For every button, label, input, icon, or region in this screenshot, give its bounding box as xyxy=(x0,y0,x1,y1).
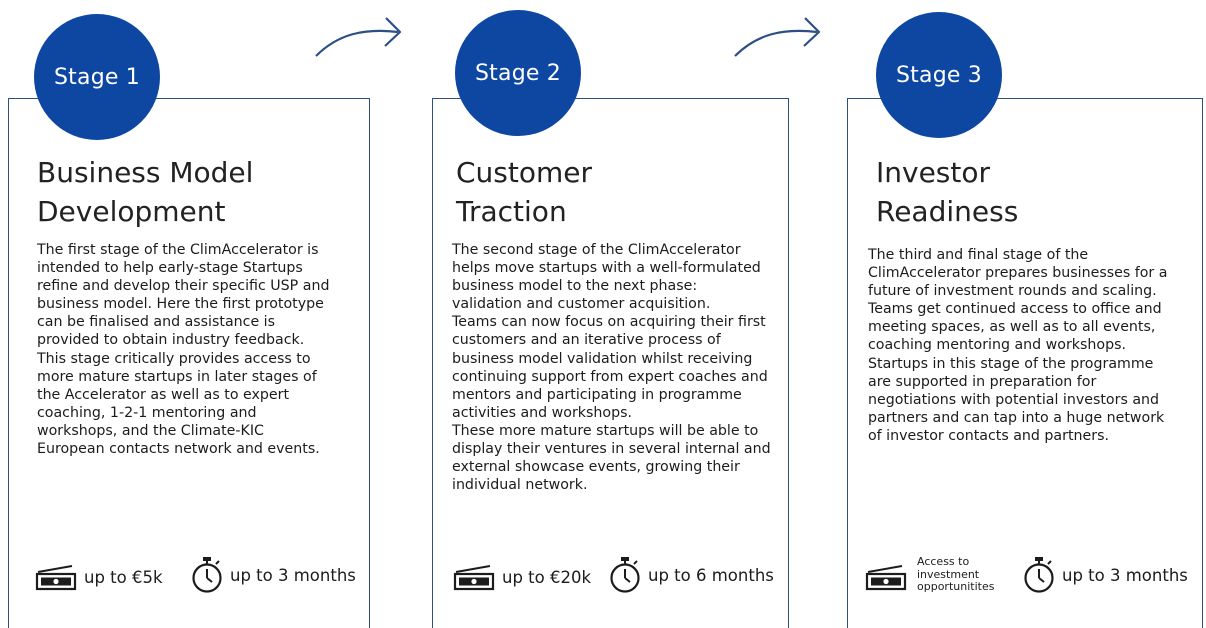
description-line: The second stage of the ClimAccelerator xyxy=(452,242,741,258)
description-line: future of investment rounds and scaling. xyxy=(868,283,1157,300)
description-line: The third and final stage of the xyxy=(868,247,1089,263)
stage-badge-label: Stage 2 xyxy=(475,60,561,86)
description-line: coaching, 1-2-1 mentoring and xyxy=(37,404,257,421)
stage-title-line: Customer xyxy=(456,156,593,189)
funding-note-3: Access to investment opportunitites xyxy=(917,555,995,594)
money-icon xyxy=(865,565,907,591)
description-line: ClimAccelerator prepares businesses for … xyxy=(868,265,1168,282)
description-line: business model to the next phase: xyxy=(452,278,698,295)
stage-card-1 xyxy=(8,98,370,628)
description-line: refine and develop their specific USP an… xyxy=(37,278,330,295)
description-line: Startups in this stage of the programme xyxy=(868,355,1154,372)
description-line: partners and can tap into a huge network xyxy=(868,409,1165,426)
description-line: These more mature startups will be able … xyxy=(452,422,759,439)
money-icon xyxy=(35,565,77,591)
stage-title-1: Business Model Development xyxy=(37,153,253,231)
funding-label: up to €20k xyxy=(502,567,592,587)
description-line: business model. Here the first prototype xyxy=(37,296,324,313)
stage-title-2: Customer Traction xyxy=(456,153,592,231)
description-line: validation and customer acquisition. xyxy=(452,296,711,313)
description-line: external showcase events, growing their xyxy=(452,459,740,476)
description-line: business model validation whilst receivi… xyxy=(452,350,753,367)
stage-title-line: Traction xyxy=(456,195,567,228)
stage-title-line: Business Model xyxy=(37,156,254,189)
description-line: activities and workshops. xyxy=(452,404,632,421)
stage-card-2 xyxy=(432,98,789,628)
description-line: workshops, and the Climate-KIC xyxy=(37,422,264,439)
duration-label: up to 3 months xyxy=(230,565,356,585)
description-line: display their ventures in several intern… xyxy=(452,441,771,458)
description-line: Teams can now focus on acquiring their f… xyxy=(452,314,766,331)
description-line: more mature startups in later stages of xyxy=(37,368,317,385)
stopwatch-icon xyxy=(1024,557,1054,593)
funding-label: up to €5k xyxy=(84,567,163,587)
funding-note-line: Access to xyxy=(917,555,970,568)
funding-note-line: opportunitites xyxy=(917,580,995,593)
duration-info-2: up to 6 months xyxy=(608,556,774,594)
stage-badge-1: Stage 1 xyxy=(34,14,160,140)
description-line: European contacts network and events. xyxy=(37,441,320,458)
stage-description-1: The first stage of the ClimAccelerator i… xyxy=(37,241,329,458)
duration-label: up to 6 months xyxy=(648,565,774,585)
funding-info-3 xyxy=(864,562,914,592)
duration-info-1: up to 3 months xyxy=(190,556,356,594)
description-line: coaching mentoring and workshops. xyxy=(868,337,1126,354)
stage-badge-2: Stage 2 xyxy=(455,10,581,136)
curved-arrow-icon xyxy=(734,17,821,57)
stage-title-line: Investor xyxy=(876,156,991,189)
funding-note-line: investment xyxy=(917,567,980,581)
stage-badge-label: Stage 3 xyxy=(896,62,982,88)
funding-info-1: up to €5k xyxy=(34,562,163,592)
description-line: intended to help early-stage Startups xyxy=(37,260,303,277)
stage-card-3 xyxy=(847,98,1203,628)
description-line: continuing support from expert coaches a… xyxy=(452,368,768,385)
stage-title-3: Investor Readiness xyxy=(876,153,1018,231)
description-line: are supported in preparation for xyxy=(868,373,1097,390)
duration-label: up to 3 months xyxy=(1062,565,1188,585)
stage-title-line: Development xyxy=(37,195,226,228)
stopwatch-icon xyxy=(610,557,640,593)
funding-info-2: up to €20k xyxy=(452,562,591,592)
description-line: meeting spaces, as well as to all events… xyxy=(868,319,1156,336)
description-line: negotiations with potential investors an… xyxy=(868,391,1160,408)
curved-arrow-icon xyxy=(315,17,402,57)
money-icon xyxy=(453,565,495,591)
description-line: the Accelerator as well as to expert xyxy=(37,386,290,403)
description-line: individual network. xyxy=(452,477,588,494)
stage-badge-label: Stage 1 xyxy=(54,64,140,90)
duration-info-3: up to 3 months xyxy=(1022,556,1188,594)
description-line: This stage critically provides access to xyxy=(37,350,311,367)
description-line: provided to obtain industry feedback. xyxy=(37,332,305,349)
stage-title-line: Readiness xyxy=(876,195,1019,228)
description-line: The first stage of the ClimAccelerator i… xyxy=(37,242,319,258)
stage-description-3: The third and final stage of the ClimAcc… xyxy=(868,246,1167,445)
stopwatch-icon xyxy=(192,557,222,593)
description-line: can be finalised and assistance is xyxy=(37,314,276,331)
description-line: Teams get continued access to office and xyxy=(868,301,1162,318)
description-line: of investor contacts and partners. xyxy=(868,427,1109,444)
description-line: helps move startups with a well-formulat… xyxy=(452,260,761,277)
description-line: mentors and participating in programme xyxy=(452,386,742,403)
description-line: customers and an iterative process of xyxy=(452,332,721,349)
stage-badge-3: Stage 3 xyxy=(876,12,1002,138)
stage-description-2: The second stage of the ClimAccelerator … xyxy=(452,241,771,494)
